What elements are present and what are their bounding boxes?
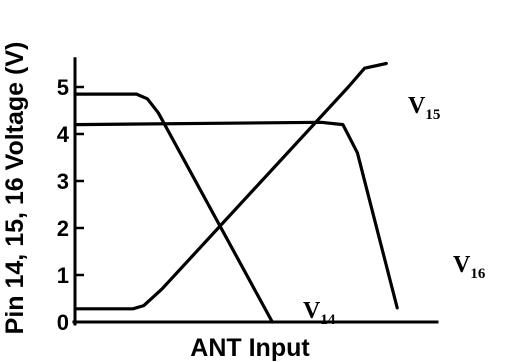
y-tick-label-5: 5 — [57, 75, 69, 100]
series-label-main: V — [408, 93, 426, 119]
y-axis-title: Pin 14, 15, 16 Voltage (V) — [1, 42, 29, 335]
series-label-main: V — [303, 298, 321, 324]
series-label-sub: 16 — [470, 266, 486, 282]
series-label-v16: V16 — [453, 252, 486, 282]
y-tick-label-4: 4 — [57, 122, 70, 147]
x-axis-title: ANT Input — [190, 334, 310, 362]
y-tick-label-0: 0 — [57, 310, 69, 335]
series-label-main: V — [453, 252, 471, 278]
series-label-sub: 14 — [320, 312, 336, 328]
y-tick-label-2: 2 — [57, 216, 69, 241]
series-line-v14 — [73, 92, 274, 324]
y-tick-label-3: 3 — [57, 169, 69, 194]
series-line-v16 — [73, 120, 399, 310]
series-label-v14: V14 — [303, 298, 336, 328]
y-tick-label-1: 1 — [57, 263, 69, 288]
series-label-sub: 15 — [425, 107, 440, 123]
axes-layer: 0 1 2 3 4 5 — [57, 57, 439, 335]
series-line-v15 — [73, 61, 388, 311]
series-layer — [73, 61, 399, 324]
series-label-v15: V15 — [408, 93, 440, 123]
